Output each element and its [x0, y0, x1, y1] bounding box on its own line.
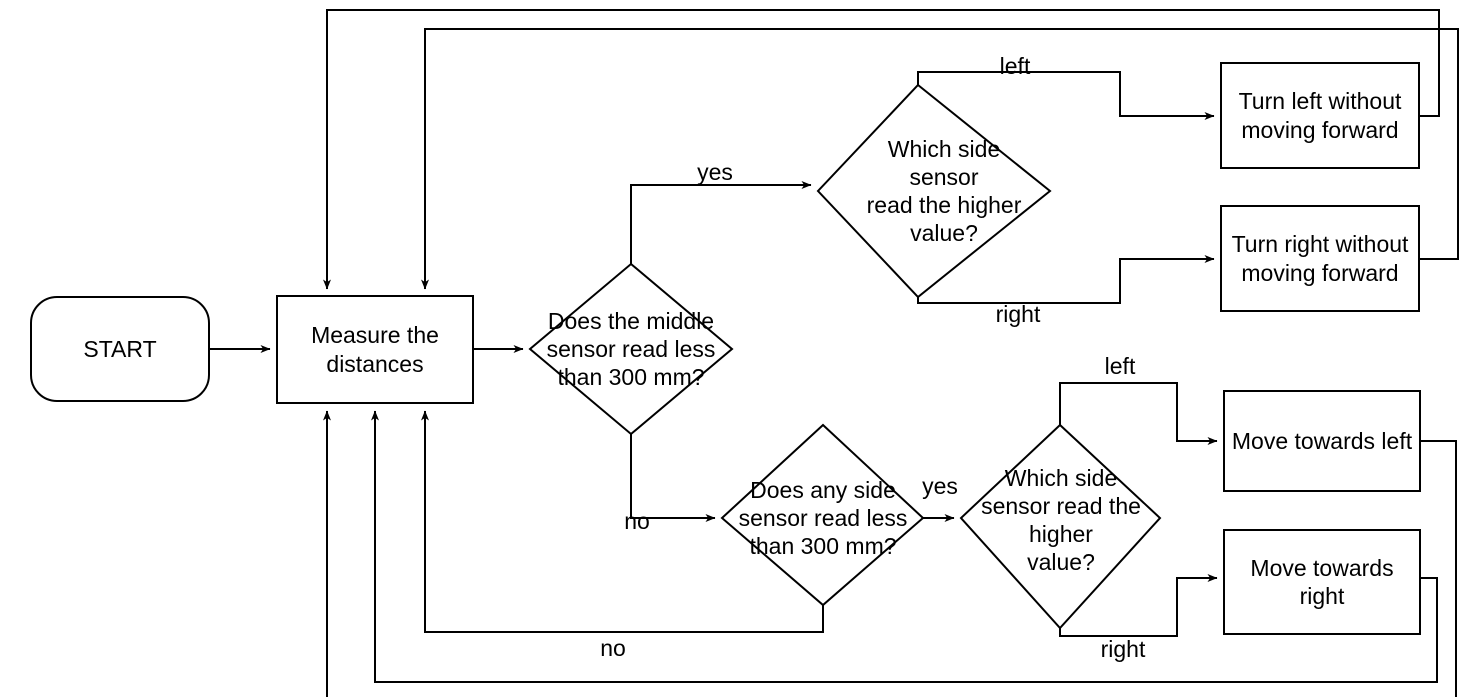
node-which-side-higher-bottom-shape[interactable]: [959, 423, 1162, 630]
edge-top-left-to-turn-left: [917, 71, 1215, 120]
node-turn-right-shape[interactable]: [1220, 205, 1420, 312]
edge-label-any-no: no: [600, 635, 626, 661]
edge-any-side-no-return: [421, 410, 824, 633]
edge-middle-check-yes: [630, 181, 812, 264]
edge-middle-check-no: [630, 434, 716, 522]
edge-top-right-to-turn-right: [917, 255, 1215, 304]
node-turn-left-shape[interactable]: [1220, 62, 1420, 169]
edge-label-top-left: left: [999, 53, 1031, 79]
edge-bottom-left-to-move-left: [1059, 382, 1218, 445]
node-measure-shape[interactable]: [276, 295, 474, 404]
node-any-side-check-shape[interactable]: [720, 423, 925, 607]
node-middle-sensor-check-shape[interactable]: [528, 262, 734, 436]
node-move-right-shape[interactable]: [1223, 529, 1421, 635]
edge-label-middle-no: no: [624, 508, 650, 534]
edge-label-top-right: right: [995, 301, 1041, 327]
edge-move-right-return: [371, 410, 1438, 683]
edge-label-bottom-left: left: [1104, 353, 1136, 379]
edge-label-middle-yes: yes: [697, 159, 733, 185]
edge-move-left-return: [1420, 440, 1457, 697]
node-start-shape[interactable]: [30, 296, 210, 402]
edge-turn-right-return: [421, 28, 1459, 290]
edge-bottom-right-to-move-right: [1059, 574, 1218, 637]
node-move-left-shape[interactable]: [1223, 390, 1421, 492]
edge-label-bottom-right: right: [1100, 636, 1146, 662]
edge-turn-left-return: [323, 9, 1440, 290]
node-which-side-higher-top-shape[interactable]: [816, 83, 1052, 299]
edge-label-any-yes: yes: [922, 473, 958, 499]
